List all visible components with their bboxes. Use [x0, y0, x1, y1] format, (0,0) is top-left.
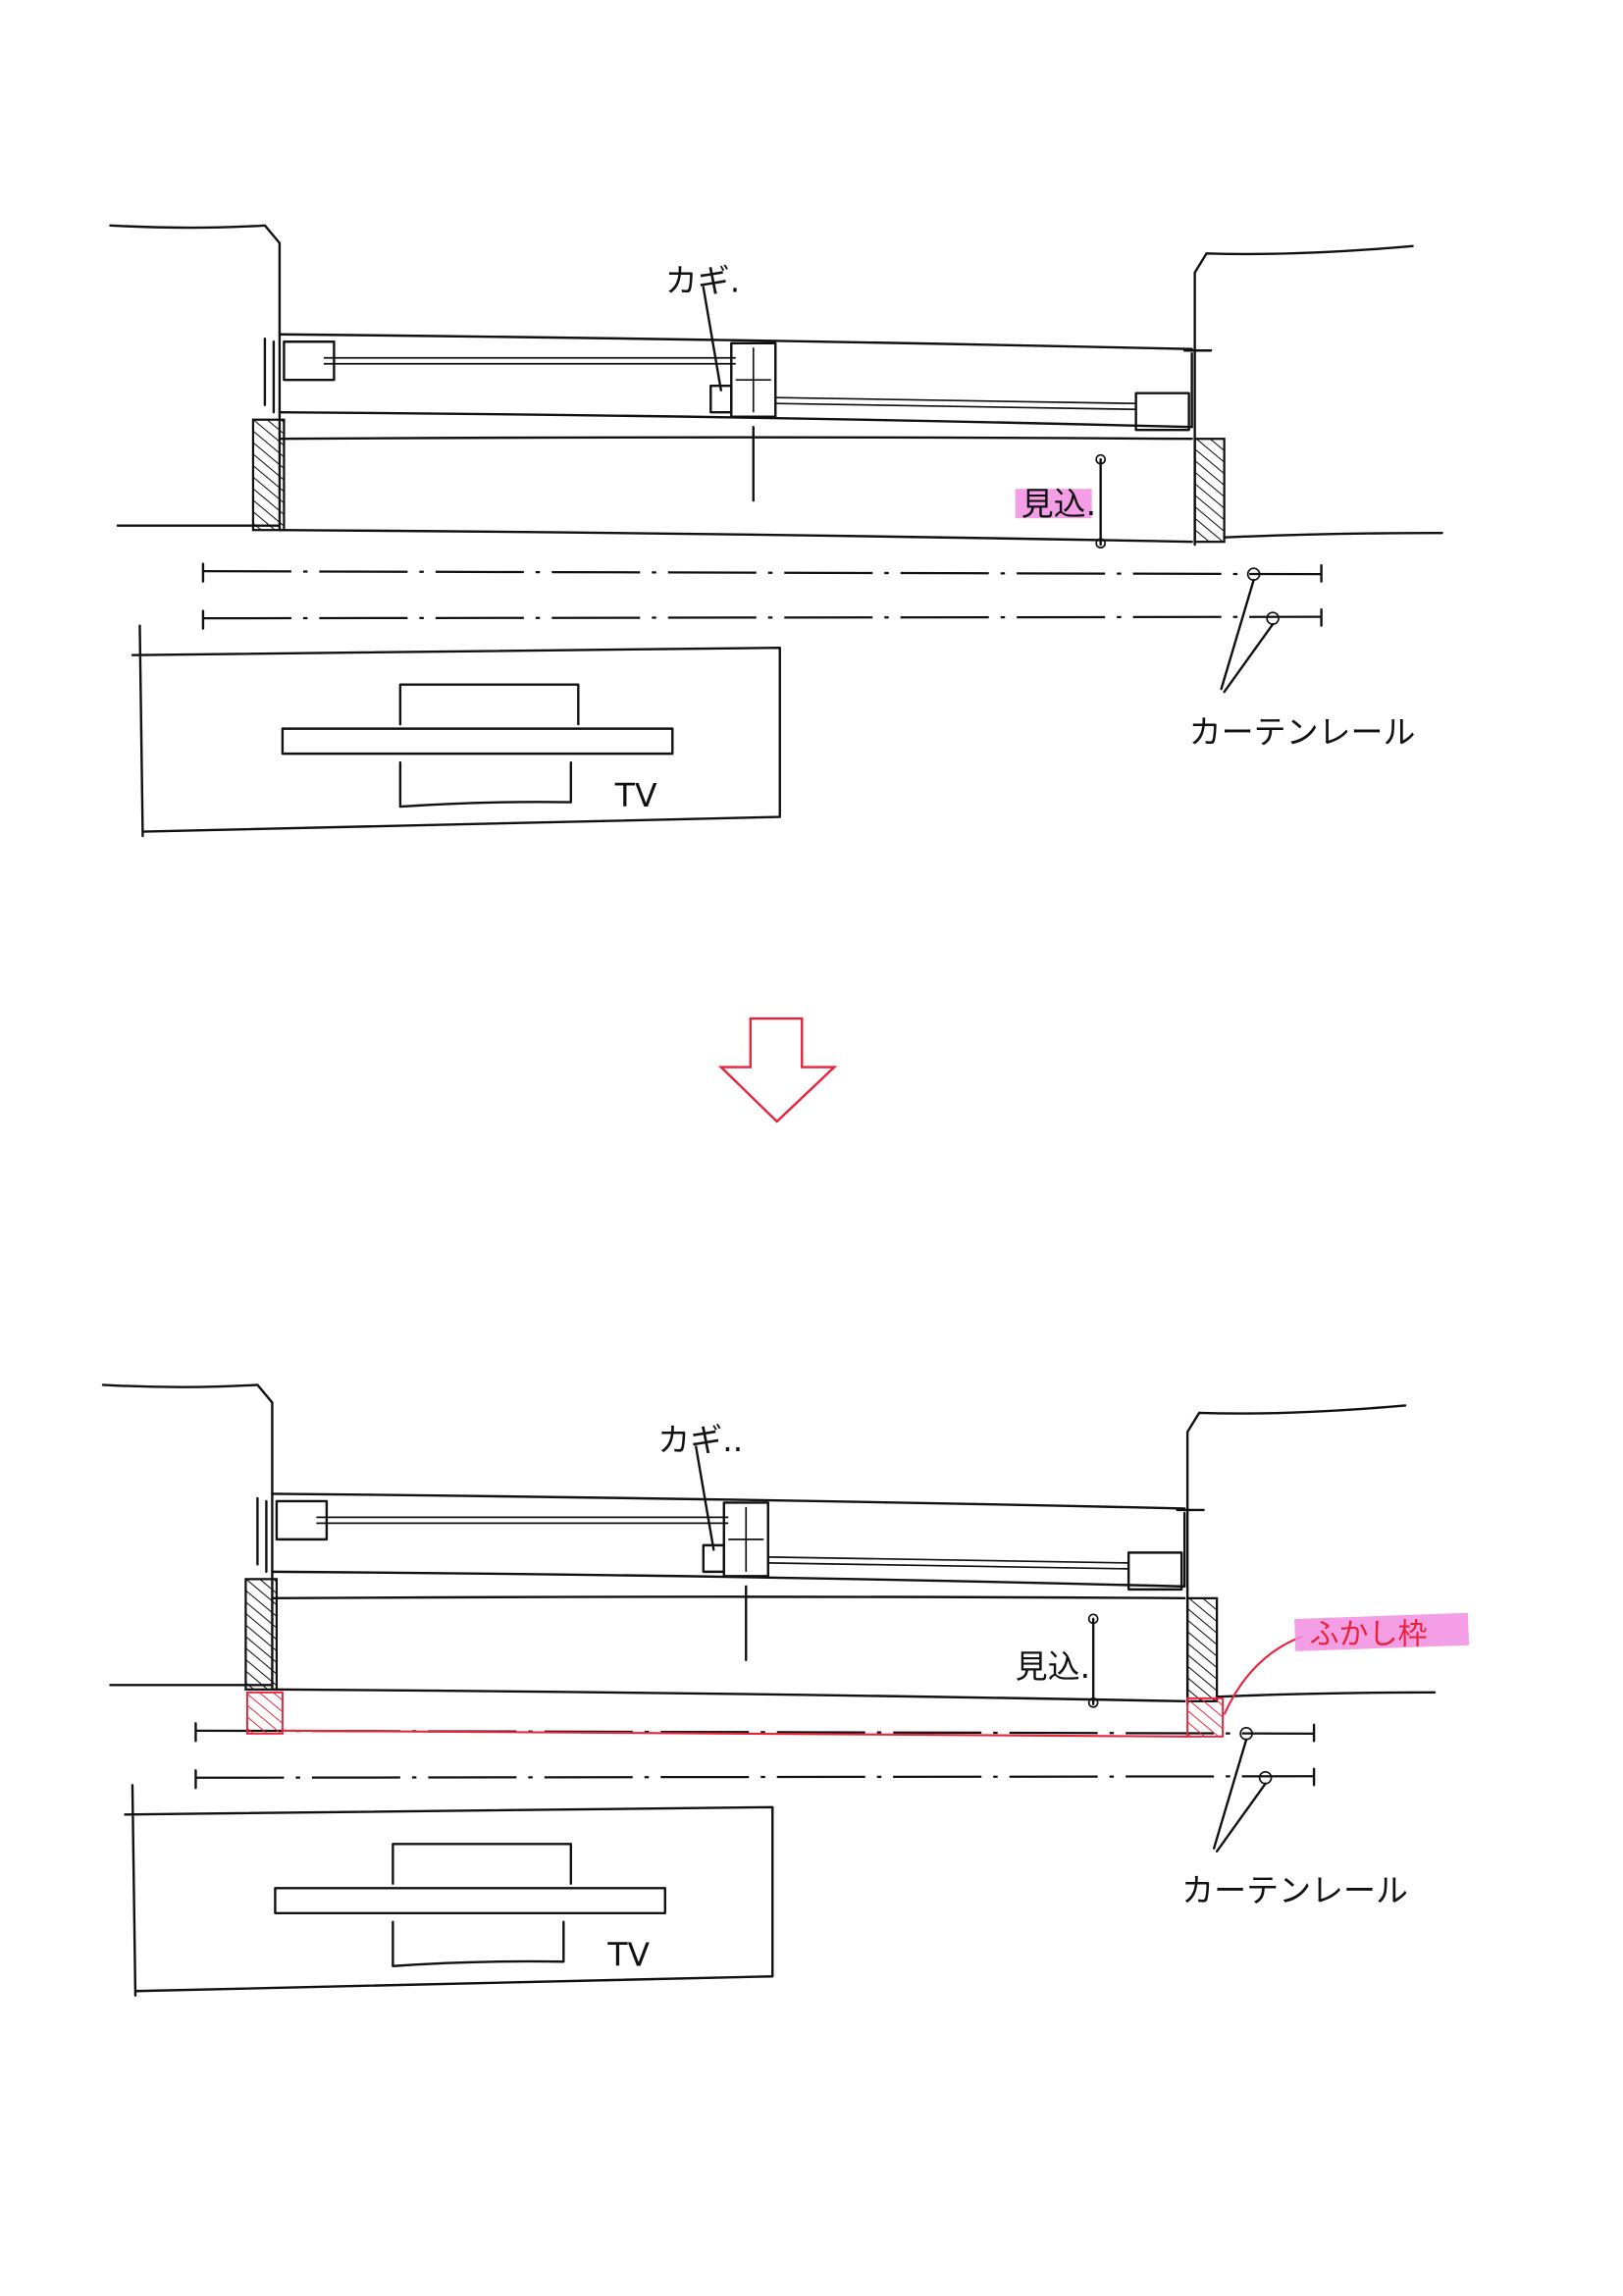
after-tv-label: TV — [606, 1936, 650, 1974]
before-key-leader — [702, 286, 722, 391]
down-arrow-icon — [717, 1017, 838, 1123]
right-furring-frame — [1186, 1696, 1225, 1738]
after-key-leader — [695, 1445, 715, 1551]
furring-frame-leader — [1223, 1635, 1303, 1715]
after-plan-sketch: カギ.. 見込. カーテンレール TV ふかし枠 — [103, 1384, 1470, 1995]
before-depth-highlight — [1015, 489, 1092, 519]
before-plan-sketch: カギ. 見込. カーテンレール TV — [110, 226, 1441, 836]
before-curtain-rail-label: カーテンレール — [1189, 713, 1416, 752]
furring-frame-line — [282, 1729, 1188, 1738]
after-curtain-rail-label: カーテンレール — [1181, 1871, 1408, 1909]
before-depth-label: 見込. — [1021, 485, 1096, 523]
furring-frame-label: ふかし枠 — [1310, 1617, 1428, 1651]
furring-frame-highlight — [1294, 1612, 1470, 1651]
after-depth-label: 見込. — [1016, 1647, 1090, 1686]
left-furring-frame — [245, 1691, 284, 1735]
before-tv-label: TV — [614, 776, 657, 814]
before-key-label: カギ. — [665, 261, 740, 299]
after-key-label: カギ.. — [657, 1421, 743, 1459]
